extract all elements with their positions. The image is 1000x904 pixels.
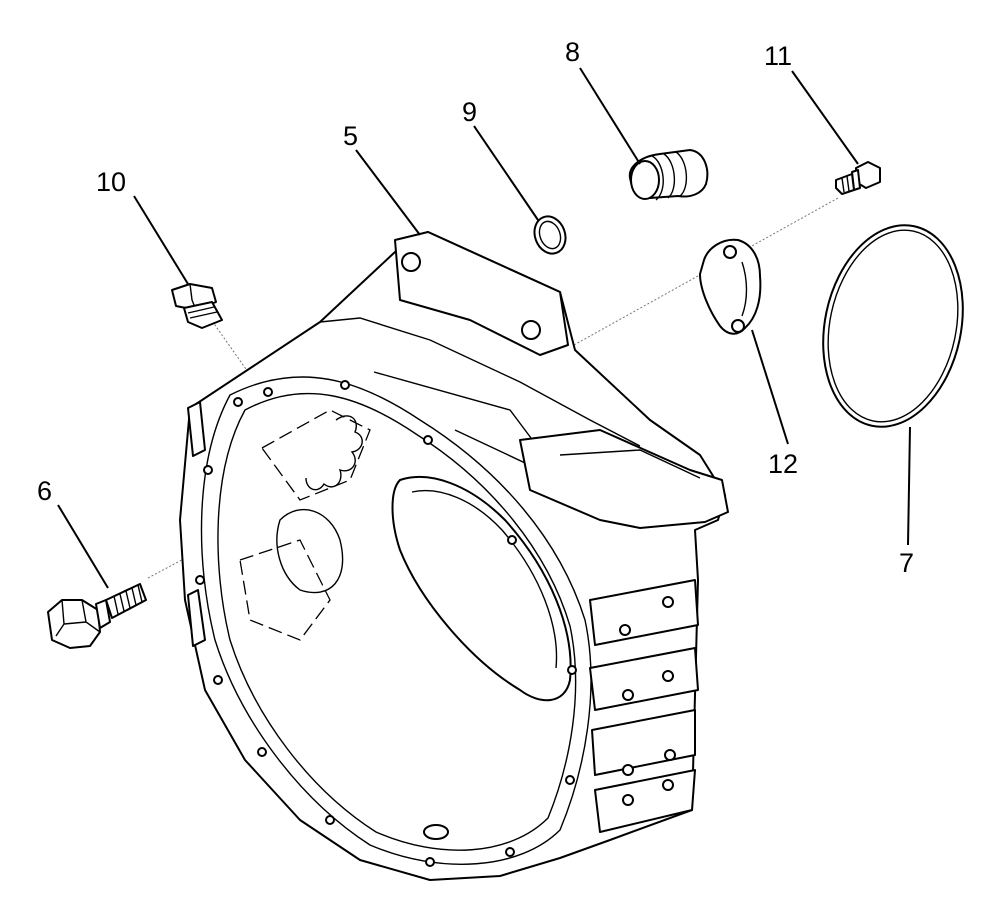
callout-5: 5 — [343, 121, 358, 151]
leader-8 — [579, 67, 641, 165]
plug-screw — [171, 283, 223, 329]
bolt — [47, 583, 147, 649]
o-ring — [822, 224, 964, 428]
small-screw — [835, 161, 881, 195]
washer — [533, 215, 567, 255]
assembly-axis-lines — [147, 197, 839, 579]
leader-12 — [751, 329, 789, 445]
plug — [628, 149, 709, 201]
callout-6: 6 — [37, 476, 52, 506]
callout-8: 8 — [565, 37, 580, 67]
leader-7 — [907, 426, 911, 546]
leader-11 — [791, 70, 859, 165]
cover-plate — [699, 238, 762, 335]
leader-5 — [355, 149, 421, 236]
callout-11: 11 — [764, 41, 792, 71]
leader-9 — [473, 125, 539, 221]
callout-12: 12 — [768, 449, 798, 479]
callout-10: 10 — [96, 167, 126, 197]
callout-7: 7 — [899, 548, 914, 578]
flywheel-housing — [179, 231, 729, 881]
leader-10 — [133, 195, 189, 285]
callout-labels: 5 6 7 8 9 10 11 12 — [37, 37, 914, 578]
leader-6 — [57, 504, 109, 589]
callout-9: 9 — [462, 97, 477, 127]
leader-lines — [57, 67, 911, 589]
